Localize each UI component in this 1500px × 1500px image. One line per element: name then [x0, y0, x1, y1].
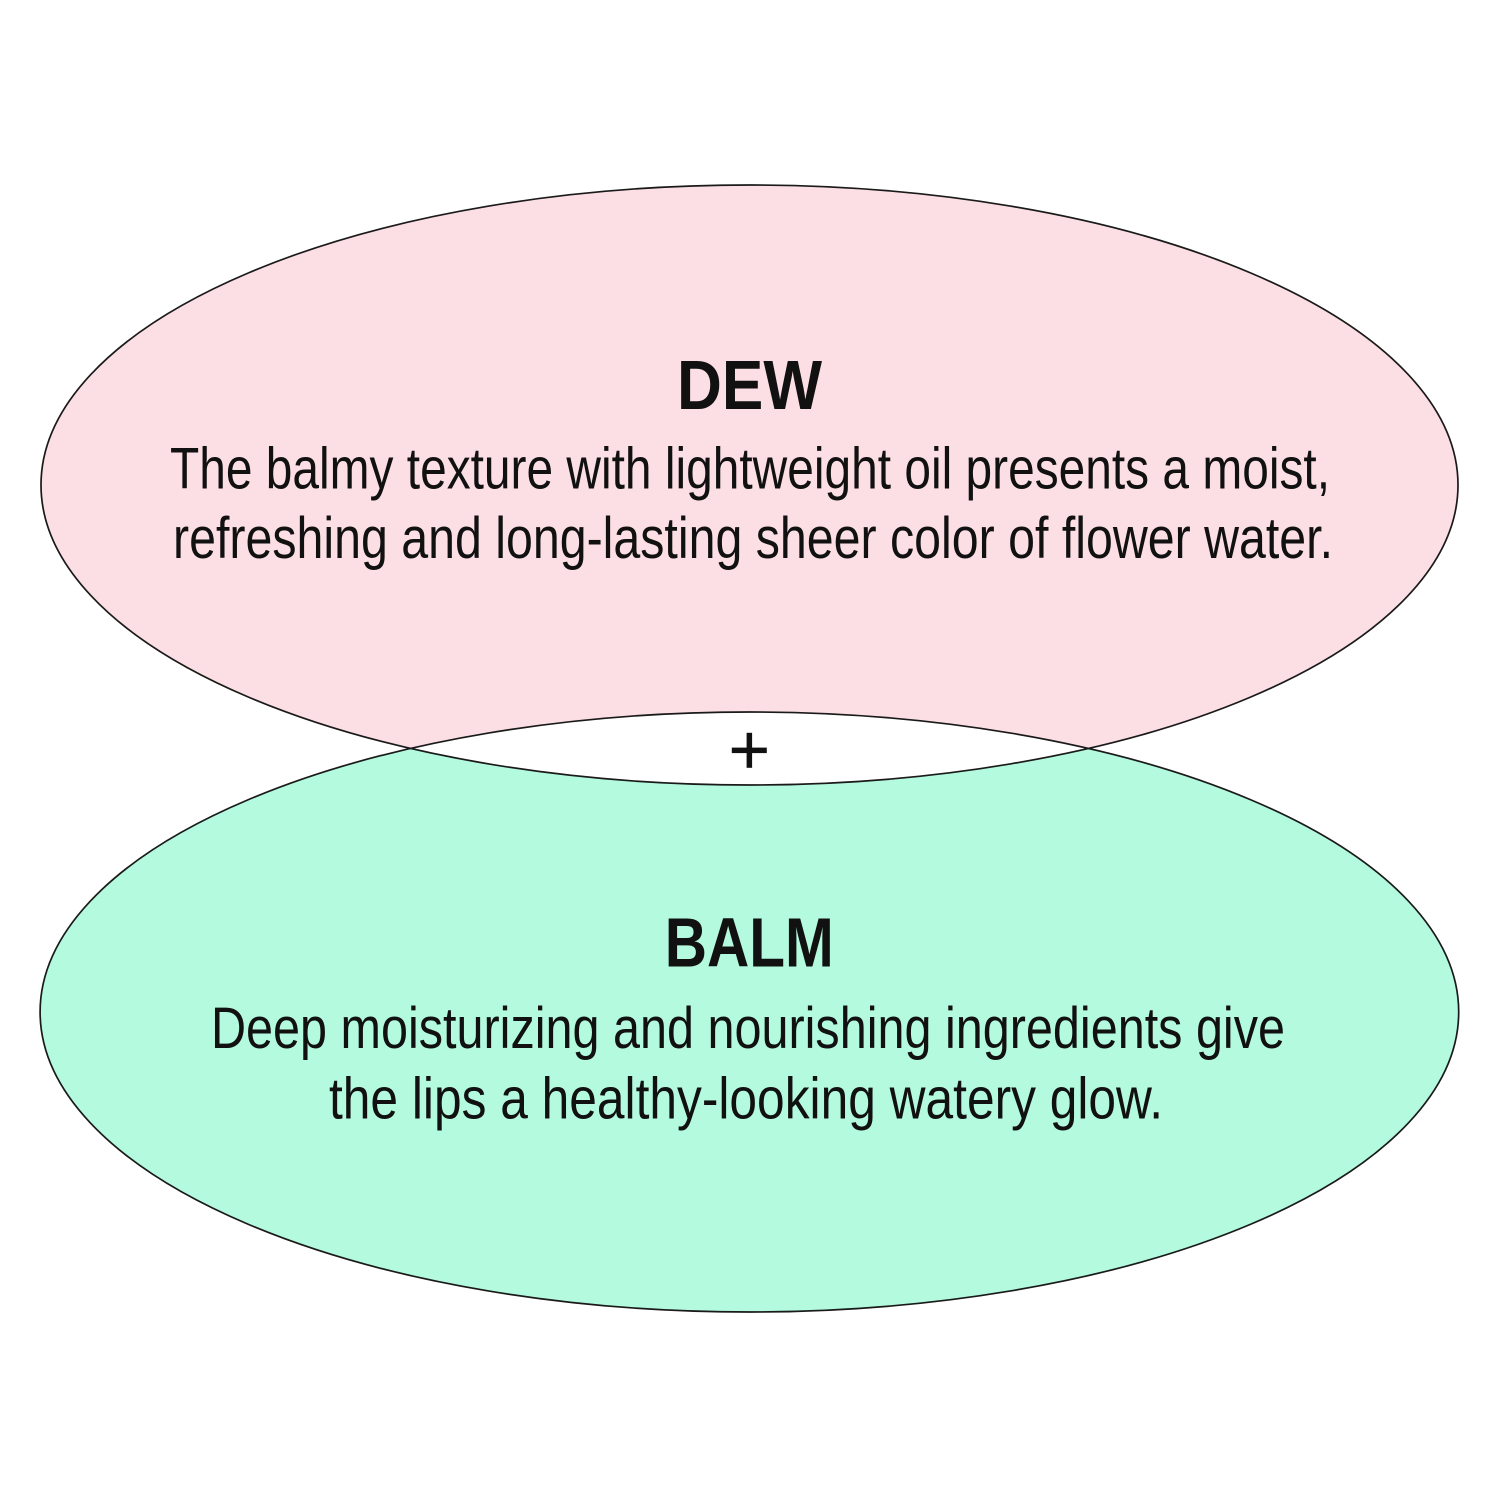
- svg-text:BALM: BALM: [665, 903, 834, 981]
- svg-text:The balmy texture with lightwe: The balmy texture with lightweight oil p…: [170, 437, 1330, 502]
- svg-text:DEW: DEW: [677, 346, 822, 424]
- svg-text:refreshing and long-lasting sh: refreshing and long-lasting sheer color …: [173, 506, 1333, 571]
- svg-text:Deep moisturizing and nourishi: Deep moisturizing and nourishing ingredi…: [211, 996, 1285, 1061]
- svg-text:the lips a healthy-looking wat: the lips a healthy-looking watery glow.: [329, 1067, 1163, 1132]
